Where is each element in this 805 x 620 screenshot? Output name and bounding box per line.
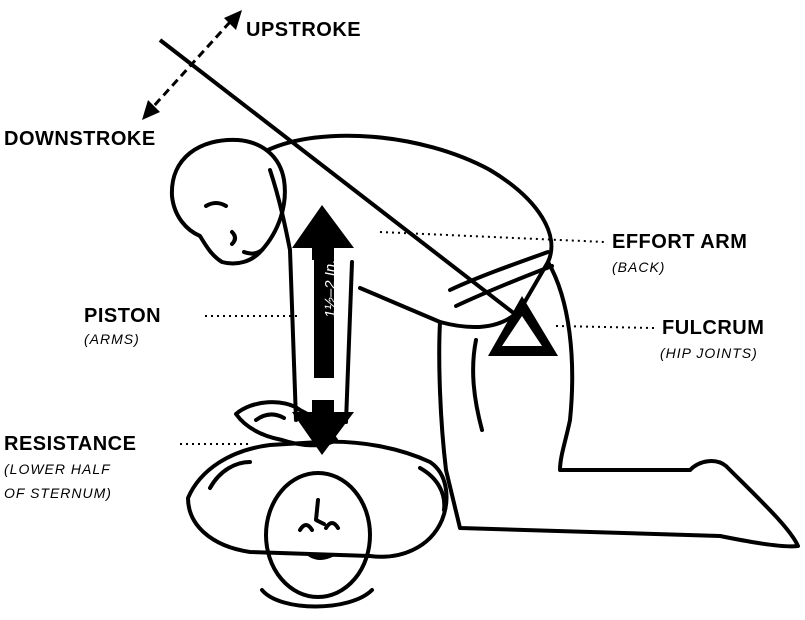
fulcrum-sublabel: (HIP JOINTS) (660, 346, 758, 360)
lever-line (160, 40, 520, 318)
upstroke-label: UPSTROKE (246, 20, 361, 40)
rescuer-figure (172, 136, 798, 547)
patient-figure (188, 442, 446, 607)
effort-arm-sublabel: (BACK) (612, 260, 665, 274)
fulcrum-label: FULCRUM (662, 318, 764, 338)
fulcrum-triangle-icon (488, 296, 558, 356)
piston-sublabel: (ARMS) (84, 332, 140, 346)
downstroke-label: DOWNSTROKE (4, 129, 156, 149)
stroke-arrow-icon (142, 10, 242, 120)
depth-arrow-icon (292, 205, 354, 455)
depth-label: 1½–2 In. (323, 260, 338, 318)
resistance-label: RESISTANCE (4, 434, 136, 454)
resistance-sublabel-line2: OF STERNUM) (4, 486, 112, 500)
effort-arm-label: EFFORT ARM (612, 232, 747, 252)
resistance-sublabel-line1: (LOWER HALF (4, 462, 111, 476)
leader-lines (180, 232, 655, 444)
piston-label: PISTON (84, 306, 161, 326)
